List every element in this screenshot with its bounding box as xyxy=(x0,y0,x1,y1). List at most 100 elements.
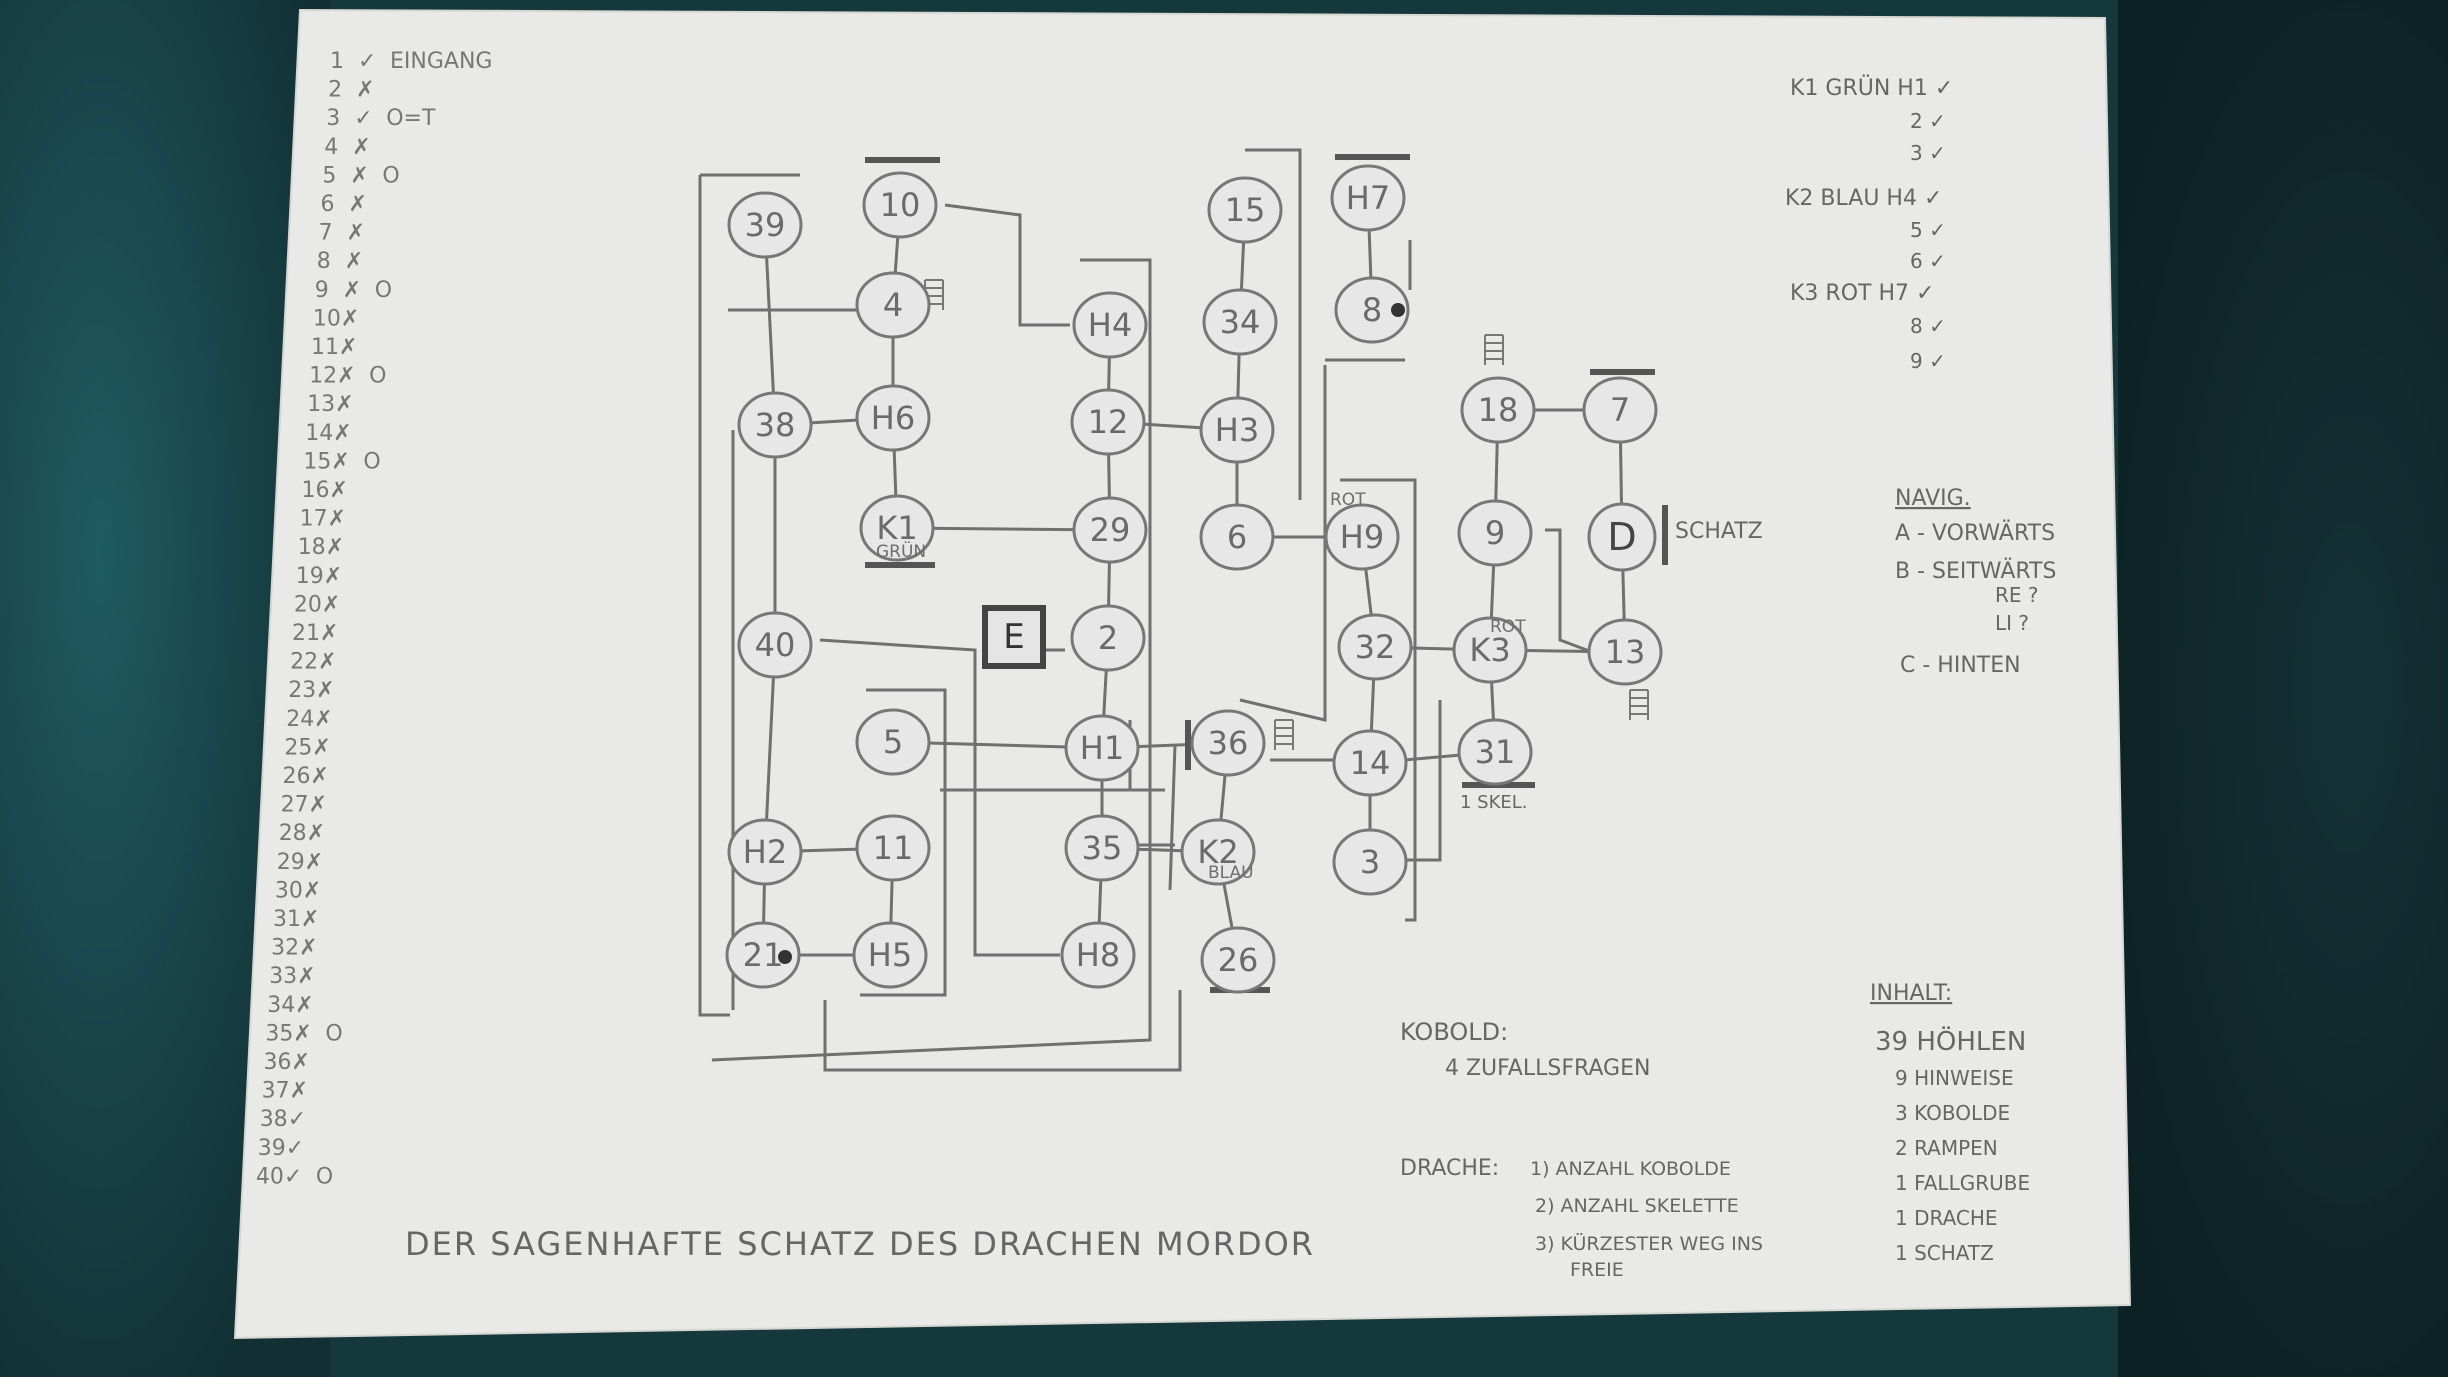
room-21: 21 xyxy=(725,921,801,989)
checklist-mark: ✗ xyxy=(350,163,368,188)
room-label: 10 xyxy=(880,186,921,224)
room-label: H8 xyxy=(1076,936,1120,974)
checklist-mark: ✗ xyxy=(297,964,315,989)
checklist-mark: ✗ xyxy=(295,993,313,1018)
room-label: 36 xyxy=(1208,724,1249,762)
checklist-mark: ✗ xyxy=(330,478,348,503)
checklist-mark: ✗ xyxy=(356,78,374,103)
ladder-icon xyxy=(1274,719,1294,750)
room-circle xyxy=(1072,496,1148,564)
room-circle xyxy=(1332,729,1408,797)
room-circle xyxy=(737,391,813,459)
room-label: K3 xyxy=(1469,631,1510,669)
checklist-note: O xyxy=(375,278,392,303)
room-H5: H5 xyxy=(852,921,928,989)
room-label: 14 xyxy=(1350,744,1391,782)
pit-dot-icon xyxy=(1391,303,1405,317)
entrance-label: E xyxy=(1003,617,1024,657)
checklist-item: 15 xyxy=(303,449,331,474)
inhalt-item: 1 FALLGRUBE xyxy=(1895,1171,2030,1195)
checklist-item: 21 xyxy=(292,621,320,646)
room-label: H2 xyxy=(743,833,787,871)
checklist-note: O xyxy=(325,1021,342,1046)
k3-color-label: ROT xyxy=(1490,617,1526,637)
corridor-15 xyxy=(1405,700,1442,862)
room-circle xyxy=(1337,613,1413,681)
corridor-21 xyxy=(1168,744,1177,891)
checklist-item: 10 xyxy=(313,306,341,331)
checklist-mark: ✗ xyxy=(349,192,367,217)
checklist-item: 24 xyxy=(286,707,314,732)
room-circle xyxy=(727,818,803,886)
checklist-item: 35 xyxy=(265,1021,293,1046)
inhalt-item: 9 HINWEISE xyxy=(1895,1066,2014,1090)
k1-color-label: GRÜN xyxy=(876,540,926,562)
checklist-mark: ✓ xyxy=(286,1136,304,1161)
room-circle xyxy=(855,814,931,882)
checklist-mark: ✗ xyxy=(318,650,336,675)
room-circle xyxy=(1457,718,1533,786)
room-label: H1 xyxy=(1080,729,1124,767)
checklist-item: 5 xyxy=(322,163,336,188)
room-circle xyxy=(1587,618,1663,686)
checklist-item: 7 xyxy=(319,221,333,246)
connection-40-H2 xyxy=(763,644,777,853)
paper-outline xyxy=(233,8,2132,1340)
room-label: 21 xyxy=(743,936,784,974)
room-label: H3 xyxy=(1215,411,1259,449)
map-title: DER SAGENHAFTE SCHATZ DES DRACHEN MORDOR xyxy=(405,1225,1315,1263)
corridor-4 xyxy=(944,203,1070,327)
key-k3-row-9: 9 ✓ xyxy=(1910,349,1946,373)
room-K1: K1 xyxy=(859,494,935,562)
room-29: 29 xyxy=(1072,496,1148,564)
room-34: 34 xyxy=(1202,288,1278,356)
dragon-room-circle xyxy=(1587,502,1657,572)
room-9: 9 xyxy=(1457,499,1533,567)
checklist-mark: ✗ xyxy=(305,850,323,875)
navig-b-re: RE ? xyxy=(1995,583,2039,607)
room-circle xyxy=(859,494,935,562)
room-label: 8 xyxy=(1362,291,1382,329)
room-31: 31 xyxy=(1457,718,1533,786)
room-circle xyxy=(1330,164,1406,232)
corridor-9 xyxy=(711,258,1152,1062)
key-k2-row-6: 6 ✓ xyxy=(1910,249,1946,273)
room-circle xyxy=(1582,376,1658,444)
room-circle xyxy=(855,271,931,339)
kobold-line: 4 ZUFALLSFRAGEN xyxy=(1445,1056,1650,1081)
navig-b: B - SEITWÄRTS xyxy=(1895,558,2057,584)
corridor-16 xyxy=(1545,528,1601,657)
checklist-note: O xyxy=(369,364,386,389)
room-label: H4 xyxy=(1088,306,1132,344)
room-label: 15 xyxy=(1225,191,1266,229)
checklist-item: 32 xyxy=(271,936,299,961)
drache-q2: 2) ANZAHL SKELETTE xyxy=(1535,1195,1739,1217)
room-H9: H9 xyxy=(1324,503,1400,571)
inhalt-item: 3 KOBOLDE xyxy=(1895,1101,2010,1125)
k2-color-label: BLAU xyxy=(1208,863,1254,883)
room-H6: H6 xyxy=(855,384,931,452)
navig-heading: NAVIG. xyxy=(1895,486,1971,511)
checklist-mark: ✗ xyxy=(341,306,359,331)
room-label: D xyxy=(1607,515,1636,559)
checklist-mark: ✗ xyxy=(322,592,340,617)
checklist-mark: ✗ xyxy=(333,421,351,446)
room-circle xyxy=(862,171,938,239)
room-H8: H8 xyxy=(1060,921,1136,989)
entrance-frame xyxy=(982,605,1046,669)
checklist-item: 16 xyxy=(302,478,330,503)
room-40: 40 xyxy=(737,611,813,679)
room-36: 36 xyxy=(1190,709,1266,777)
room-circle xyxy=(1070,604,1146,672)
room-4: 4 xyxy=(855,271,931,339)
room-label: 32 xyxy=(1355,628,1396,666)
corridor-11 xyxy=(1245,148,1302,500)
ladder-icon xyxy=(1629,689,1649,720)
room-circle xyxy=(852,921,928,989)
checklist-item: 38 xyxy=(260,1107,288,1132)
room-2: 2 xyxy=(1070,604,1146,672)
checklist-mark: ✗ xyxy=(314,707,332,732)
checklist-note: O xyxy=(363,449,380,474)
checklist-item: 14 xyxy=(305,421,333,446)
